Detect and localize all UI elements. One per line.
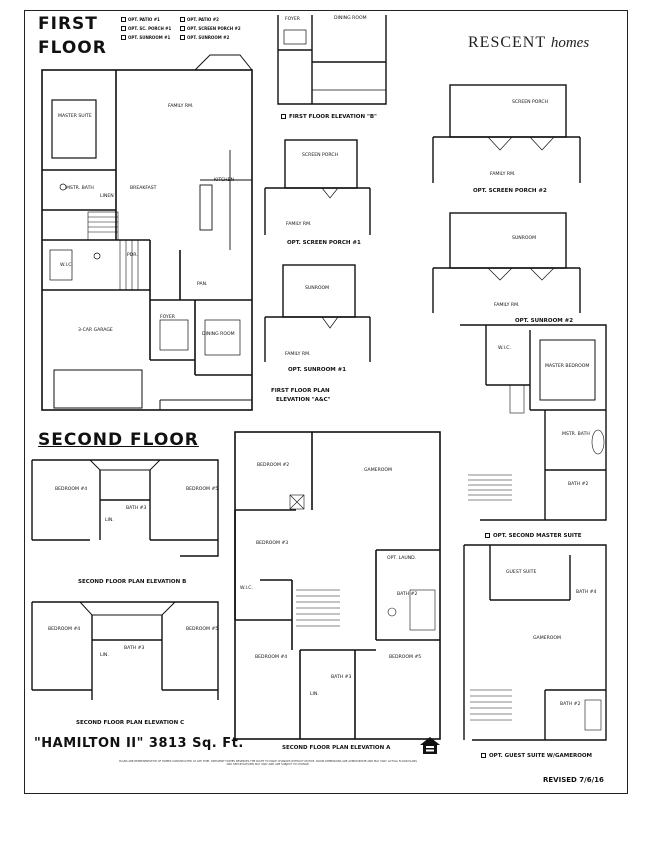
elev-a2-wic: W.I.C.: [240, 586, 253, 591]
elev-c2-bed4: BEDROOM #4: [48, 627, 81, 632]
room-dining: DINING ROOM: [202, 332, 235, 337]
screen-porch-1-family: FAMILY RM.: [286, 222, 312, 227]
sunroom-2-family: FAMILY RM.: [494, 303, 520, 308]
elev-a2-bath2: BATH #2: [397, 592, 418, 597]
drawing-sheet-border: [24, 10, 628, 794]
option-checkbox: [485, 533, 490, 538]
logo-homes: homes: [550, 35, 590, 51]
elev-b2-caption: SECOND FLOOR PLAN ELEVATION B: [78, 579, 187, 585]
second-master-caption: OPT. SECOND MASTER SUITE: [493, 533, 582, 539]
elev-a2-laundry: OPT. LAUND.: [387, 556, 417, 561]
elev-b2-bed4: BEDROOM #4: [55, 487, 88, 492]
elev-c2-caption: SECOND FLOOR PLAN ELEVATION C: [76, 720, 185, 726]
crescent-homes-logo: RESCENT homes: [452, 24, 612, 64]
room-breakfast: BREAKFAST: [130, 186, 157, 191]
first-floor-plan-caption-2: ELEVATION "A&C": [276, 397, 331, 403]
option-label: OPT. SUNROOM #1: [128, 35, 171, 40]
option-label: OPT. PATIO #1: [128, 17, 160, 22]
option-checkbox: [121, 26, 126, 31]
option-checkbox: [281, 114, 286, 119]
second-master-bath2: BATH #2: [568, 482, 589, 487]
room-linen: LINEN: [100, 194, 114, 199]
sunroom-2-label: SUNROOM: [512, 236, 537, 241]
first-floor-title-line2: FLOOR: [38, 38, 107, 58]
logo-word: RESCENT: [468, 34, 546, 51]
elev-c2-bed5: BEDROOM #5: [186, 627, 219, 632]
elev-a2-bath3: BATH #3: [331, 675, 352, 680]
room-kitchen: KITCHEN: [214, 178, 234, 183]
elev-b2-linen: LIN.: [105, 518, 114, 523]
room-foyer: FOYER: [160, 315, 175, 320]
second-floor-title: SECOND FLOOR: [38, 430, 199, 450]
sunroom-1-caption: OPT. SUNROOM #1: [288, 367, 347, 373]
screen-porch-2-family: FAMILY RM.: [490, 172, 516, 177]
elev-c2-bath3: BATH #3: [124, 646, 145, 651]
option-checkbox: [121, 17, 126, 22]
guest-suite-gameroom: GAMEROOM: [533, 636, 561, 641]
guest-suite-label: GUEST SUITE: [506, 570, 537, 575]
option-label: OPT. PATIO #2: [187, 17, 219, 22]
screen-porch-2-label: SCREEN PORCH: [512, 100, 549, 105]
sunroom-2-caption: OPT. SUNROOM #2: [515, 318, 574, 324]
screen-porch-1-caption: OPT. SCREEN PORCH #1: [287, 240, 361, 246]
sunroom-1-family: FAMILY RM.: [285, 352, 311, 357]
elev-b-foyer: FOYER: [285, 17, 300, 22]
option-checkbox: [121, 35, 126, 40]
guest-suite-bath2: BATH #2: [560, 702, 581, 707]
elev-b-caption: FIRST FLOOR ELEVATION "B": [289, 114, 377, 120]
elev-b-dining: DINING ROOM: [334, 16, 367, 21]
revised-date: REVISED 7/6/16: [543, 776, 604, 784]
guest-suite-caption: OPT. GUEST SUITE w/GAMEROOM: [489, 753, 593, 759]
option-checkbox: [481, 753, 486, 758]
room-master-suite: MASTER SUITE: [58, 114, 92, 119]
elev-b2-bath3: BATH #3: [126, 506, 147, 511]
room-master-bath: MSTR. BATH: [66, 186, 94, 191]
second-master-bath: MSTR. BATH: [562, 432, 590, 437]
option-checkbox: [180, 35, 185, 40]
option-label: OPT. SUNROOM #2: [187, 35, 230, 40]
room-powder: PDR.: [127, 253, 138, 258]
logo-wordmark: RESCENT homes: [468, 34, 589, 52]
elev-a2-gameroom: GAMEROOM: [364, 468, 392, 473]
option-checkbox: [180, 17, 185, 22]
second-master-bedroom: MASTER BEDROOM: [545, 364, 590, 369]
first-floor-title-line1: FIRST: [38, 14, 98, 34]
elev-a2-linen: LIN.: [310, 692, 319, 697]
elev-a2-bed2: BEDROOM #2: [257, 463, 290, 468]
guest-suite-bath4: BATH #4: [576, 590, 597, 595]
elev-a2-bed3: BEDROOM #3: [256, 541, 289, 546]
room-pantry: PAN.: [197, 282, 208, 287]
screen-porch-1-label: SCREEN PORCH: [302, 153, 339, 158]
room-family: FAMILY RM.: [168, 104, 194, 109]
option-checkbox: [180, 26, 185, 31]
elev-a2-bed5: BEDROOM #5: [389, 655, 422, 660]
screen-porch-2-caption: OPT. SCREEN PORCH #2: [473, 188, 547, 194]
room-wic: W.I.C.: [60, 263, 73, 268]
option-label: OPT. SC. PORCH #1: [128, 26, 172, 31]
elev-c2-linen: LIN.: [100, 653, 109, 658]
plan-name-title: "HAMILTON II" 3813 Sq. Ft.: [34, 736, 244, 751]
equal-housing-icon: [420, 737, 440, 754]
sunroom-1-label: SUNROOM: [305, 286, 330, 291]
elev-b2-bed5: BEDROOM #5: [186, 487, 219, 492]
room-garage: 3-CAR GARAGE: [78, 328, 113, 333]
elev-a2-caption: SECOND FLOOR PLAN ELEVATION A: [282, 745, 391, 751]
disclaimer-text: Plans are representative of homes constr…: [119, 760, 417, 767]
elev-a2-bed4: BEDROOM #4: [255, 655, 288, 660]
first-floor-plan-caption-1: FIRST FLOOR PLAN: [271, 388, 330, 394]
second-master-wic: W.I.C.: [498, 346, 511, 351]
option-label: OPT. SCREEN PORCH #2: [187, 26, 241, 31]
